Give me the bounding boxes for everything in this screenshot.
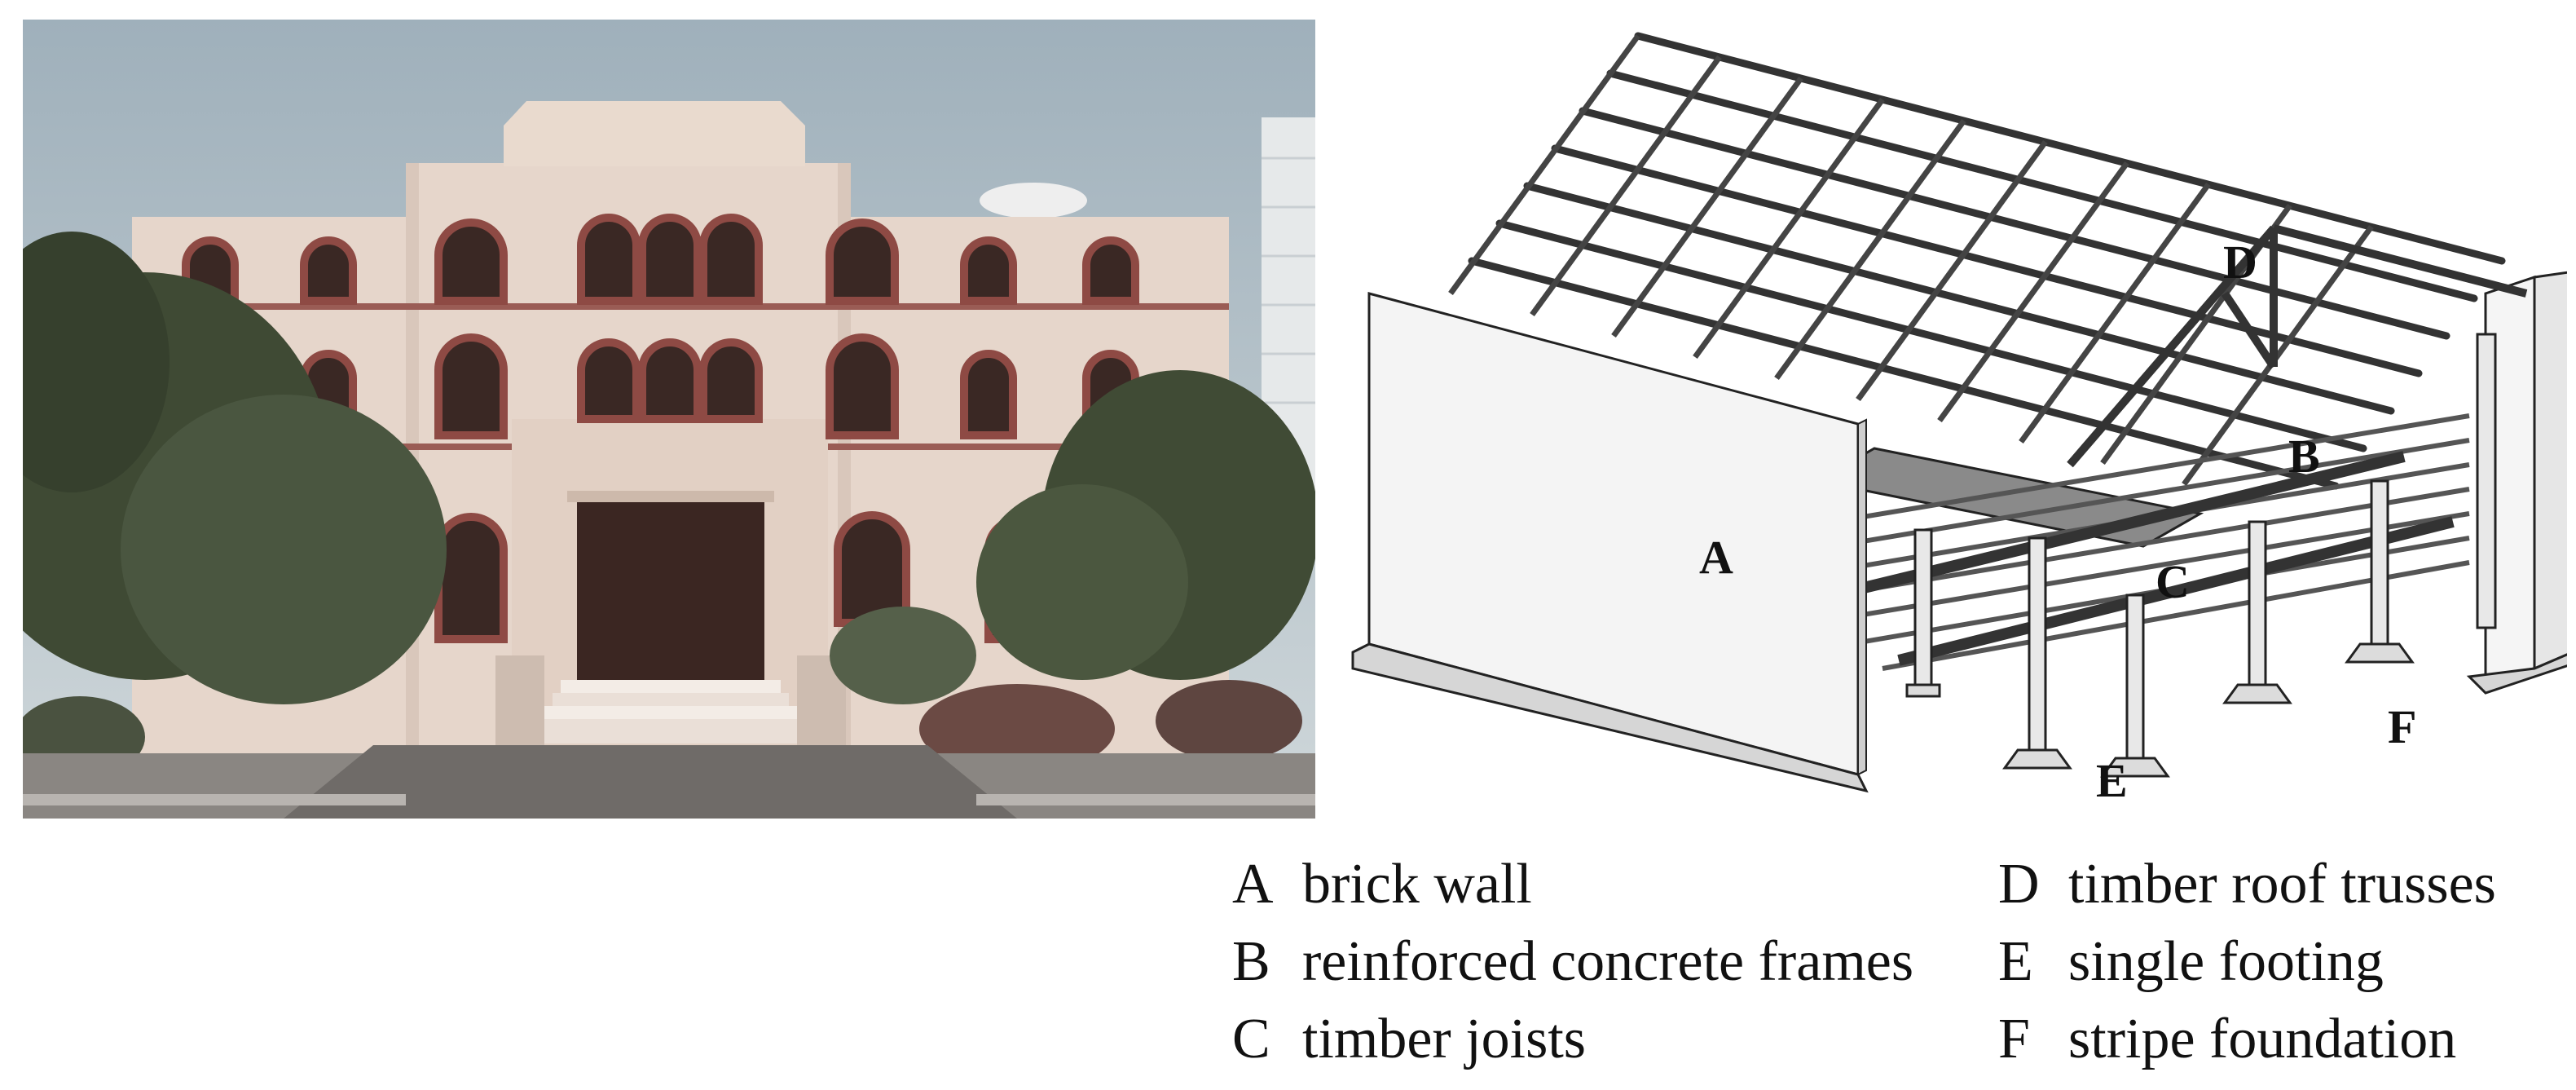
legend-text: timber roof trusses bbox=[2068, 853, 2496, 916]
legend-key: C bbox=[1232, 1008, 1270, 1070]
trees bbox=[23, 232, 1315, 778]
legend-text: brick wall bbox=[1302, 853, 1532, 916]
label-b: B bbox=[2288, 430, 2320, 483]
roof-rafters bbox=[1468, 32, 2506, 490]
label-e: E bbox=[2096, 754, 2128, 807]
legend-key: A bbox=[1232, 853, 1274, 916]
legend-key: E bbox=[1998, 930, 2033, 993]
legend-text: stripe foundation bbox=[2068, 1008, 2457, 1070]
label-f: F bbox=[2388, 700, 2417, 753]
legend-text: reinforced concrete frames bbox=[1302, 930, 1914, 993]
legend-key: B bbox=[1232, 930, 1270, 993]
timber-truss bbox=[2067, 224, 2528, 468]
single-footings bbox=[1905, 642, 2415, 778]
legend-key: F bbox=[1998, 1008, 2030, 1070]
stripe-foundation bbox=[1351, 642, 1869, 793]
structural-model bbox=[1351, 32, 2567, 793]
building-photo bbox=[23, 20, 1315, 819]
arched-windows bbox=[182, 214, 1139, 643]
label-c: C bbox=[2155, 555, 2190, 608]
gable-wall bbox=[2533, 271, 2567, 671]
label-d: D bbox=[2223, 236, 2257, 289]
legend-text: single footing bbox=[2068, 930, 2384, 993]
label-a: A bbox=[1699, 531, 1733, 584]
legend-key: D bbox=[1998, 853, 2040, 916]
concrete-beam bbox=[1813, 447, 2204, 548]
columns bbox=[1913, 333, 2497, 760]
legend-text: timber joists bbox=[1302, 1008, 1587, 1070]
